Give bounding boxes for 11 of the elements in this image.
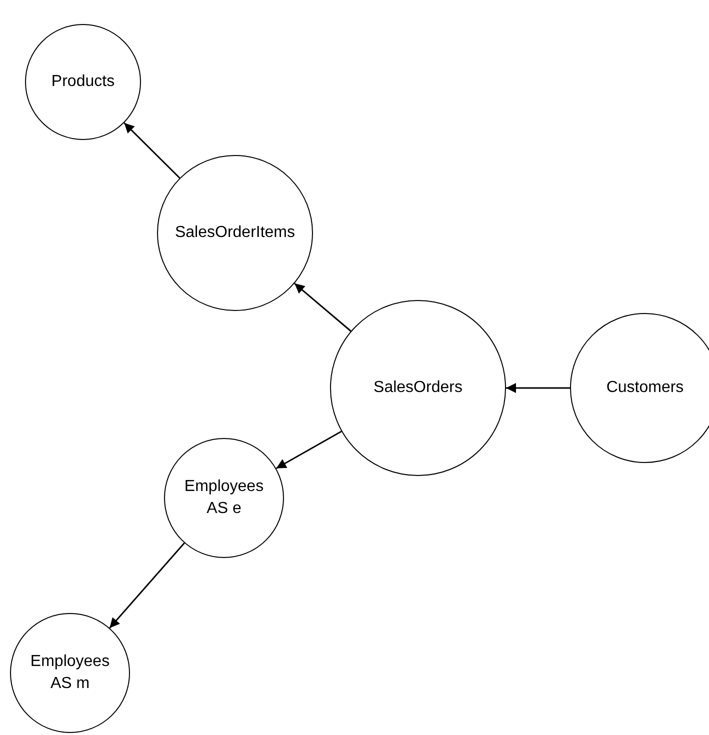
- node-label: Employees AS m: [29, 652, 111, 694]
- node-label: Products: [51, 72, 115, 92]
- node-label: Customers: [606, 378, 684, 398]
- node-label: SalesOrders: [374, 378, 462, 398]
- node-label: Employees AS e: [183, 477, 265, 519]
- arrow: [294, 282, 352, 332]
- arrow: [506, 383, 570, 393]
- arrow: [276, 430, 342, 470]
- arrow: [109, 542, 185, 628]
- arrow: [124, 122, 180, 179]
- node-label: SalesOrderItems: [174, 223, 296, 244]
